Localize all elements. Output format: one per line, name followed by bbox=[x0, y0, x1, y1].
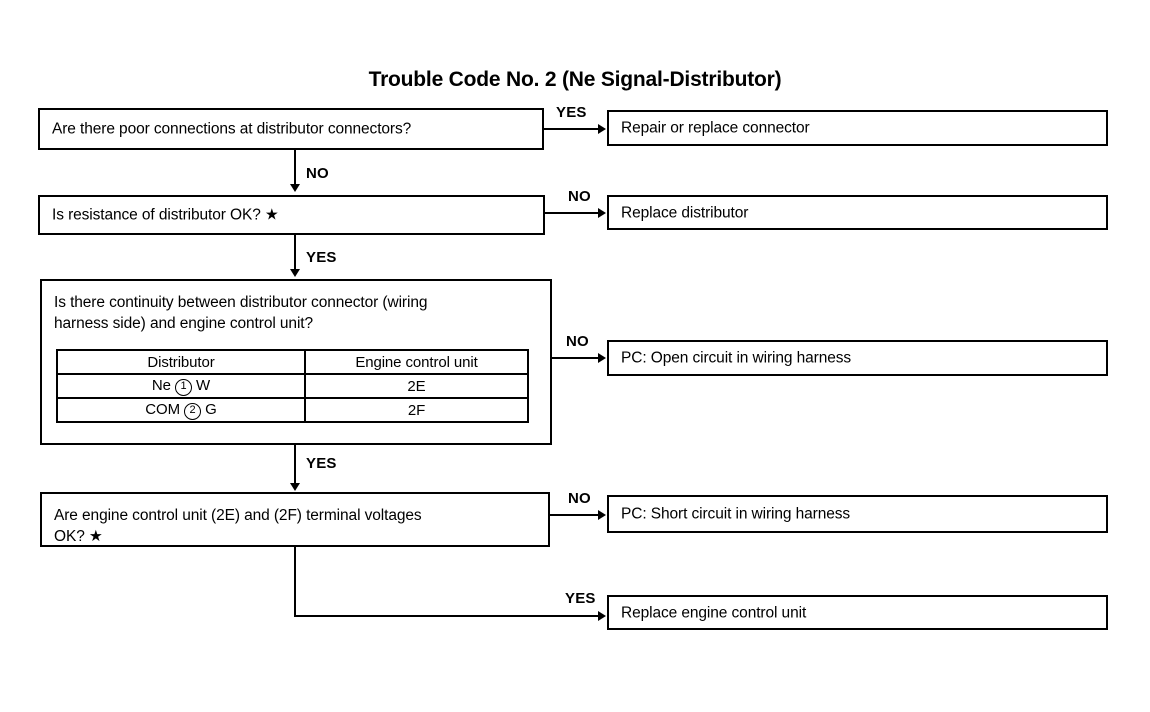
branch-label-q3-no: NO bbox=[566, 333, 589, 350]
question-1-text: Are there poor connections at distributo… bbox=[52, 120, 412, 138]
connector-q1-yes bbox=[544, 128, 599, 130]
question-box-2: Is resistance of distributor OK? ★ bbox=[38, 195, 545, 235]
arrow-q1-yes bbox=[598, 124, 606, 134]
result-4-text: PC: Short circuit in wiring harness bbox=[621, 505, 851, 523]
distributor-2-post: G bbox=[205, 400, 217, 418]
table-row: COM 2 G 2F bbox=[56, 397, 529, 423]
circled-number-2: 2 bbox=[184, 402, 202, 420]
branch-label-q2-yes: YES bbox=[306, 249, 337, 266]
connector-q4-yes-horizontal bbox=[294, 615, 599, 617]
branch-label-q1-no: NO bbox=[306, 165, 329, 182]
table-header-row: Distributor Engine control unit bbox=[56, 349, 529, 375]
question-3-line-2: harness side) and engine control unit? bbox=[54, 315, 314, 332]
result-box-2: Replace distributor bbox=[607, 195, 1108, 230]
table-header-distributor: Distributor bbox=[56, 349, 306, 375]
distributor-1-pre: Ne bbox=[151, 376, 171, 394]
result-5-text: Replace engine control unit bbox=[621, 604, 807, 621]
table-header-ecu: Engine control unit bbox=[304, 349, 529, 375]
branch-label-q3-yes: YES bbox=[306, 455, 337, 472]
result-3-text: PC: Open circuit in wiring harness bbox=[621, 349, 852, 367]
table-cell-ecu-1: 2E bbox=[304, 373, 529, 399]
arrow-q2-no bbox=[598, 208, 606, 218]
result-1-text: Repair or replace connector bbox=[621, 119, 810, 137]
result-box-5: Replace engine control unit bbox=[607, 595, 1108, 630]
branch-label-q4-no: NO bbox=[568, 490, 591, 507]
connector-q3-yes bbox=[294, 445, 296, 485]
connector-q4-no bbox=[550, 514, 599, 516]
connector-q2-no bbox=[545, 212, 599, 214]
question-box-1: Are there poor connections at distributo… bbox=[38, 108, 544, 150]
question-box-4: Are engine control unit (2E) and (2F) te… bbox=[40, 492, 550, 547]
arrow-q3-no bbox=[598, 353, 606, 363]
table-cell-distributor-2: COM 2 G bbox=[56, 397, 306, 423]
distributor-1-post: W bbox=[196, 376, 211, 394]
question-4-text: Are engine control unit (2E) and (2F) te… bbox=[54, 505, 538, 547]
connector-q3-no bbox=[552, 357, 599, 359]
connector-q2-yes bbox=[294, 235, 296, 271]
question-3-line-1: Is there continuity between distributor … bbox=[54, 294, 428, 311]
result-box-4: PC: Short circuit in wiring harness bbox=[607, 495, 1108, 533]
branch-label-q2-no: NO bbox=[568, 188, 591, 205]
page-title: Trouble Code No. 2 (Ne Signal-Distributo… bbox=[368, 68, 782, 91]
question-3-text: Is there continuity between distributor … bbox=[54, 292, 540, 334]
table-row: Ne 1 W 2E bbox=[56, 373, 529, 399]
result-box-1: Repair or replace connector bbox=[607, 110, 1108, 146]
connector-q4-yes-vertical bbox=[294, 547, 296, 617]
table-cell-distributor-1: Ne 1 W bbox=[56, 373, 306, 399]
arrow-q3-yes bbox=[290, 483, 300, 491]
question-4-line-1: Are engine control unit (2E) and (2F) te… bbox=[54, 507, 422, 524]
question-2-text: Is resistance of distributor OK? ★ bbox=[52, 206, 279, 224]
question-box-3: Is there continuity between distributor … bbox=[40, 279, 552, 445]
arrow-q2-yes bbox=[290, 269, 300, 277]
arrow-q4-no bbox=[598, 510, 606, 520]
circled-number-1: 1 bbox=[174, 378, 192, 396]
branch-label-q1-yes: YES bbox=[556, 104, 587, 121]
question-4-line-2: OK? ★ bbox=[54, 528, 103, 545]
distributor-2-pre: COM bbox=[145, 400, 180, 418]
branch-label-q4-yes: YES bbox=[565, 590, 596, 607]
arrow-q4-yes bbox=[598, 611, 606, 621]
arrow-q1-no bbox=[290, 184, 300, 192]
continuity-table: Distributor Engine control unit Ne 1 W 2… bbox=[56, 349, 529, 423]
result-2-text: Replace distributor bbox=[621, 204, 749, 221]
connector-q1-no bbox=[294, 150, 296, 186]
result-box-3: PC: Open circuit in wiring harness bbox=[607, 340, 1108, 376]
table-cell-ecu-2: 2F bbox=[304, 397, 529, 423]
